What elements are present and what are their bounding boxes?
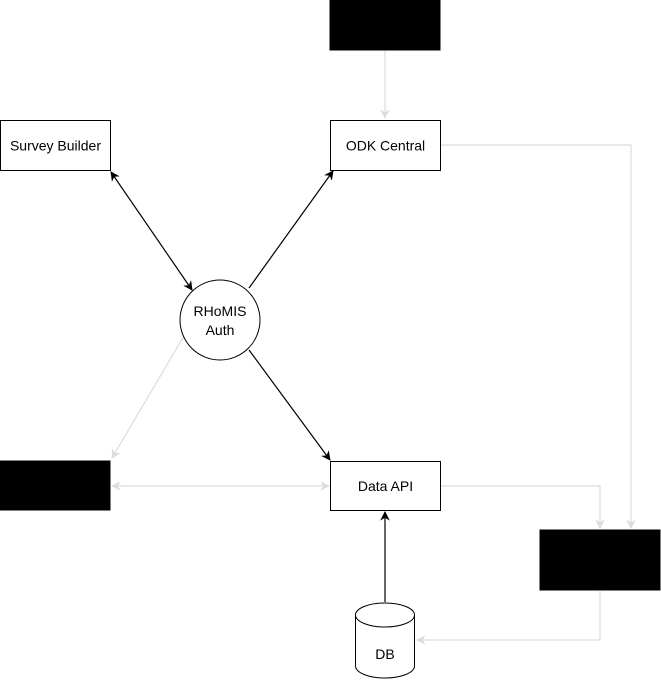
edge-data-api-right-redacted xyxy=(441,485,605,529)
redacted-box-top xyxy=(329,0,441,51)
survey-builder-label: Survey Builder xyxy=(10,138,101,154)
edge-odk-central-right-redacted xyxy=(441,144,636,529)
edge-left-redacted-auth xyxy=(111,323,192,459)
rhomis-auth-node: RHoMIS Auth xyxy=(179,279,261,361)
edge-auth-data-api xyxy=(248,349,331,461)
db-label: DB xyxy=(375,646,394,662)
odk-central-node: ODK Central xyxy=(330,120,441,171)
edge-survey-builder-auth xyxy=(110,171,193,291)
rhomis-auth-label-line1: RHoMIS xyxy=(194,303,247,319)
rhomis-auth-label-line2: Auth xyxy=(206,322,235,338)
data-api-node: Data API xyxy=(330,461,441,511)
db-node: DB xyxy=(355,602,415,679)
edge-right-redacted-db xyxy=(416,591,601,645)
redacted-box-left xyxy=(0,460,111,511)
data-api-label: Data API xyxy=(358,478,413,494)
edge-auth-odk-central xyxy=(248,170,334,289)
redacted-box-right xyxy=(539,529,661,591)
odk-central-label: ODK Central xyxy=(346,138,425,154)
survey-builder-node: Survey Builder xyxy=(0,120,111,171)
